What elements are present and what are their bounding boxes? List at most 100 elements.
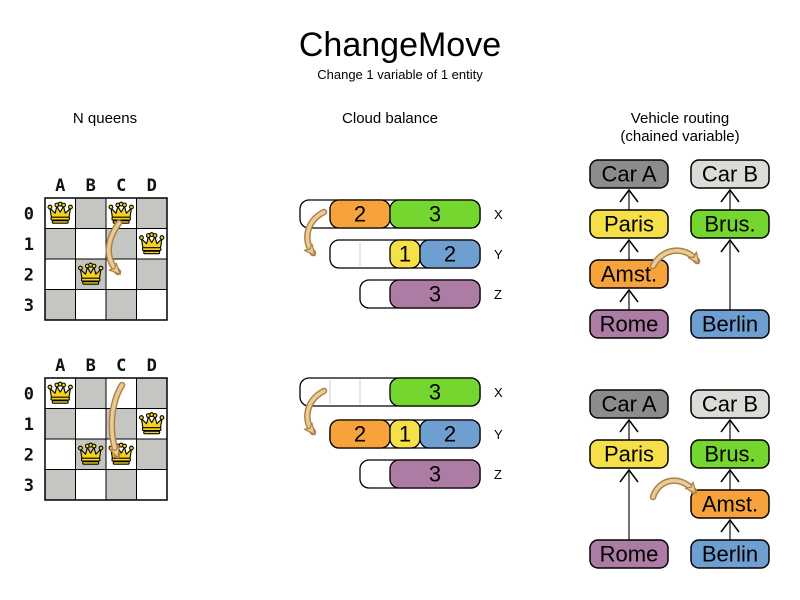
vehicle-box xyxy=(690,159,770,189)
process-value: 1 xyxy=(399,242,411,267)
page-title: ChangeMove xyxy=(298,26,502,64)
process-segment xyxy=(389,377,481,407)
vehicle-box xyxy=(589,389,669,419)
column-label: A xyxy=(55,356,65,376)
computer-label: Y xyxy=(494,427,503,442)
column-label: B xyxy=(86,176,96,196)
chain-arrowhead xyxy=(720,518,740,533)
computer-label: X xyxy=(494,385,503,400)
board-cell xyxy=(44,469,76,501)
stop-label: Brus. xyxy=(704,442,755,467)
chain-arrowhead xyxy=(720,418,740,433)
stop-box xyxy=(589,259,669,289)
chain-arrowhead xyxy=(619,418,639,433)
vehicle-label: Car A xyxy=(601,392,656,417)
move-arrow xyxy=(651,479,694,499)
vehicle-label: Car A xyxy=(601,162,656,187)
column-label: D xyxy=(147,176,157,196)
vehicle-label: Car B xyxy=(702,392,758,417)
chain-arrowhead xyxy=(619,188,639,203)
row-label: 3 xyxy=(24,296,34,316)
board-cell xyxy=(44,438,76,470)
row-label: 0 xyxy=(24,384,34,404)
stop-box xyxy=(589,539,669,569)
page-subtitle: Change 1 variable of 1 entity xyxy=(317,67,483,82)
board-cell xyxy=(75,377,107,409)
process-segment xyxy=(389,279,481,309)
chain-arrowhead xyxy=(619,238,639,253)
chain-arrowhead xyxy=(619,468,639,483)
computer-label: Z xyxy=(494,287,502,302)
vehicle-after: Rome Paris Car A Berlin Amst. Brus. Car B xyxy=(589,389,770,569)
vehicle-box xyxy=(589,159,669,189)
column-label: C xyxy=(116,356,126,376)
board-border xyxy=(44,197,168,321)
stop-box xyxy=(589,309,669,339)
process-segment xyxy=(389,459,481,489)
stop-box xyxy=(690,309,770,339)
process-segment xyxy=(419,239,481,269)
board-cell xyxy=(75,197,107,229)
process-value: 3 xyxy=(429,202,441,227)
process-value: 2 xyxy=(444,422,456,447)
computer-label: Z xyxy=(494,467,502,482)
move-arrow xyxy=(307,389,326,432)
board-cell xyxy=(136,377,168,409)
column-label: A xyxy=(55,176,65,196)
computer-label: Y xyxy=(494,247,503,262)
panel-title-nqueens: N queens xyxy=(72,110,138,127)
board-cell xyxy=(136,258,168,290)
panel-subtitle-vehicle: (chained variable) xyxy=(620,128,740,145)
column-label: B xyxy=(86,356,96,376)
row-label: 0 xyxy=(24,204,34,224)
stop-label: Rome xyxy=(600,312,659,337)
board-cell xyxy=(105,469,137,501)
board-cell xyxy=(44,258,76,290)
stop-label: Berlin xyxy=(702,542,758,567)
board-cell xyxy=(75,289,107,321)
board-cell xyxy=(44,228,76,260)
panel-title-cloud: Cloud balance xyxy=(342,110,438,127)
board-cell xyxy=(75,408,107,440)
move-arrow xyxy=(307,210,326,253)
process-value: 3 xyxy=(429,282,441,307)
stop-box xyxy=(690,489,770,519)
board-cell xyxy=(136,197,168,229)
vehicle-label: Car B xyxy=(702,162,758,187)
board-cell xyxy=(44,289,76,321)
board-cell xyxy=(44,408,76,440)
board-cell xyxy=(105,289,137,321)
row-label: 3 xyxy=(24,476,34,496)
row-label: 2 xyxy=(24,265,34,285)
board-cell xyxy=(75,228,107,260)
panel-title-vehicle: Vehicle routing xyxy=(630,110,730,127)
stop-label: Paris xyxy=(604,442,654,467)
board-border xyxy=(44,377,168,501)
stop-box xyxy=(690,539,770,569)
stop-box xyxy=(690,209,770,239)
stop-label: Amst. xyxy=(702,492,758,517)
panel-title-vehicle-wrap: Vehicle routing (chained variable) xyxy=(580,110,780,146)
board-cell xyxy=(136,469,168,501)
board-cell xyxy=(136,438,168,470)
chain-arrowhead xyxy=(720,188,740,203)
vehicle-box xyxy=(690,389,770,419)
stop-label: Berlin xyxy=(702,312,758,337)
process-value: 2 xyxy=(444,242,456,267)
process-value: 3 xyxy=(429,462,441,487)
row-label: 2 xyxy=(24,445,34,465)
computer-label: X xyxy=(494,207,503,222)
process-value: 1 xyxy=(399,422,411,447)
row-label: 1 xyxy=(24,235,34,255)
chain-arrowhead xyxy=(720,468,740,483)
stop-label: Rome xyxy=(600,542,659,567)
process-segment xyxy=(389,199,481,229)
stop-label: Amst. xyxy=(601,262,657,287)
process-value: 3 xyxy=(429,380,441,405)
chain-arrowhead xyxy=(619,288,639,303)
